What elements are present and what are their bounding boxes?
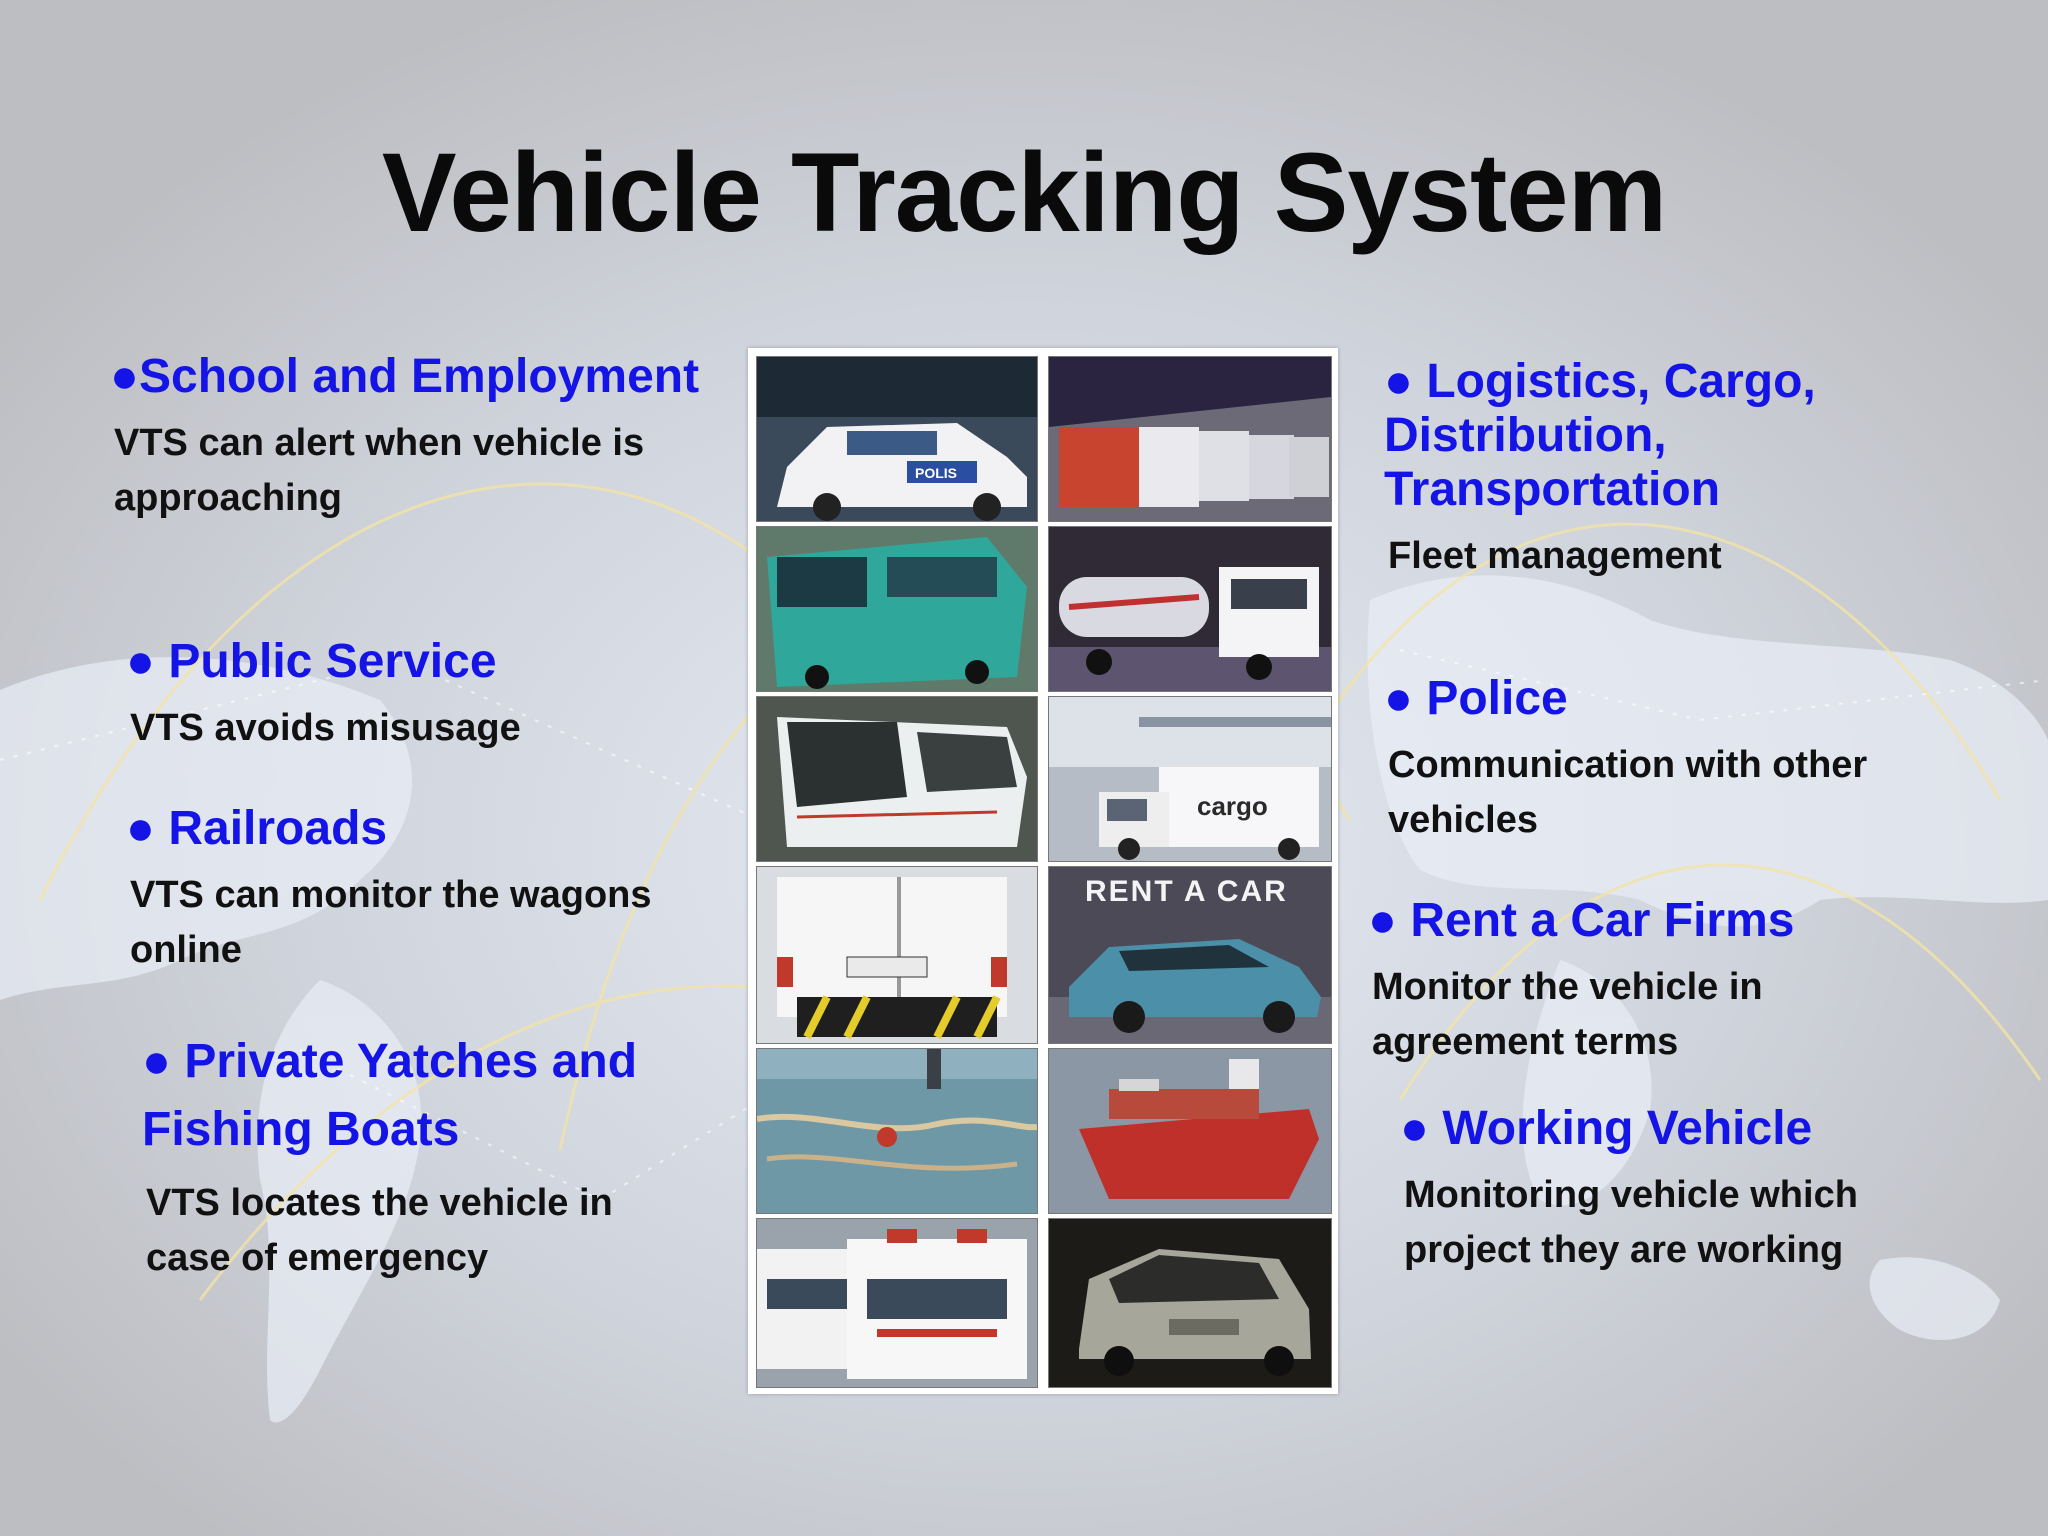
- tanker-truck-photo: [1048, 526, 1332, 692]
- bus-photo: [756, 526, 1038, 692]
- item-description: VTS can alert when vehicle is approachin…: [114, 422, 645, 519]
- page-title: Vehicle Tracking System: [381, 130, 1667, 255]
- item-heading: Logistics, Cargo, Distribution, Transpor…: [1384, 355, 1816, 516]
- rental-car-photo: RENT A CAR: [1048, 866, 1332, 1044]
- trucks-photo: [1048, 356, 1332, 522]
- cargo-van-photo: cargo: [1048, 696, 1332, 862]
- item-heading: Working Vehicle: [1442, 1102, 1813, 1155]
- item-description: VTS avoids misusage: [130, 707, 521, 749]
- police-car-text: POLIS: [915, 465, 958, 481]
- item-heading: Police: [1426, 672, 1568, 725]
- vehicle-photo-collage: POLIS: [748, 348, 1338, 1394]
- item-description: Monitoring vehicle which project they ar…: [1404, 1174, 1858, 1271]
- item-heading: Railroads: [168, 802, 388, 855]
- bullet-icon: ●: [1368, 894, 1397, 947]
- cargo-van-text: cargo: [1197, 791, 1268, 821]
- item-description: VTS locates the vehicle in case of emerg…: [146, 1182, 613, 1279]
- rental-car-text: RENT A CAR: [1085, 875, 1288, 908]
- item-logistics: ● Logistics, Cargo, Distribution, Transp…: [1384, 355, 1904, 584]
- item-heading: Rent a Car Firms: [1410, 894, 1795, 947]
- ambulance-rear-photo: [756, 866, 1038, 1044]
- item-private-yatches: ● Private Yatches and Fishing Boats VTS …: [142, 1028, 702, 1286]
- item-rent-a-car: ● Rent a Car Firms Monitor the vehicle i…: [1368, 894, 1908, 1070]
- bullet-icon: ●: [1384, 672, 1413, 725]
- item-description: Communication with other vehicles: [1388, 744, 1868, 841]
- item-railroads: ● Railroads VTS can monitor the wagons o…: [126, 802, 706, 978]
- item-description: Fleet management: [1388, 535, 1722, 577]
- item-school-employment: ●School and Employment VTS can alert whe…: [110, 350, 750, 526]
- bullet-icon: ●: [110, 350, 139, 403]
- item-working-vehicle: ● Working Vehicle Monitoring vehicle whi…: [1400, 1102, 1960, 1278]
- item-heading: Public Service: [168, 635, 497, 688]
- bullet-icon: ●: [142, 1035, 171, 1088]
- bullet-icon: ●: [1400, 1102, 1429, 1155]
- item-heading: School and Employment: [139, 350, 700, 403]
- bullet-icon: ●: [126, 802, 155, 855]
- item-public-service: ● Public Service VTS avoids misusage: [126, 635, 726, 756]
- coach-bus-photo: [756, 696, 1038, 862]
- police-car-photo: POLIS: [756, 356, 1038, 522]
- ambulances-photo: [756, 1218, 1038, 1388]
- bullet-icon: ●: [1384, 355, 1413, 408]
- minivan-photo: [1048, 1218, 1332, 1388]
- item-heading: Private Yatches and Fishing Boats: [142, 1035, 638, 1156]
- item-description: VTS can monitor the wagons online: [130, 874, 652, 971]
- fishing-boats-photo: [756, 1048, 1038, 1214]
- item-description: Monitor the vehicle in agreement terms: [1372, 966, 1763, 1063]
- cargo-ship-photo: [1048, 1048, 1332, 1214]
- item-police: ● Police Communication with other vehicl…: [1384, 672, 1904, 848]
- bullet-icon: ●: [126, 635, 155, 688]
